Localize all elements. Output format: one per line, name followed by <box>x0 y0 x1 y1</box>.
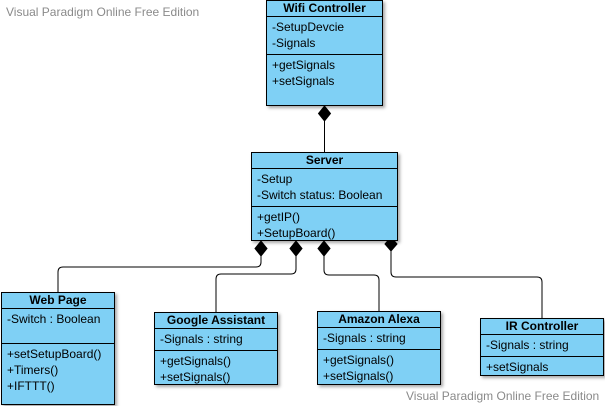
diamond-alexa <box>317 240 331 257</box>
class-name: Server <box>252 153 397 169</box>
operations-section: +getSignals() +setSignals() <box>155 351 277 388</box>
operation: +setSetupBoard() <box>7 347 102 361</box>
class-name: IR Controller <box>481 319 603 335</box>
attribute: -Switch : Boolean <box>7 312 101 326</box>
attribute: -Switch status: Boolean <box>257 188 383 202</box>
diamond-webpage <box>254 240 268 257</box>
attribute: -Signals <box>272 36 316 50</box>
operation: +getSignals() <box>323 353 395 367</box>
operation: +IFTTT() <box>7 379 55 393</box>
class-name: Wifi Controller <box>267 1 382 17</box>
attributes-section: -Signals : string <box>155 329 277 351</box>
class-amazon-alexa[interactable]: Amazon Alexa -Signals : string +getSigna… <box>317 311 441 385</box>
operations-section: +getSignals() +setSignals() <box>318 350 440 387</box>
operations-section: +getIP() +SetupBoard() <box>252 207 397 244</box>
operation: +getIP() <box>257 210 301 224</box>
class-name: Web Page <box>2 293 114 309</box>
operations-section: +setSignals <box>481 357 603 378</box>
class-name: Amazon Alexa <box>318 312 440 328</box>
operation: +getSignals <box>272 58 336 72</box>
class-server[interactable]: Server -Setup -Switch status: Boolean +g… <box>251 152 398 241</box>
operation: +setSignals <box>272 74 335 88</box>
link-server-ir <box>390 250 543 318</box>
operation: +setSignals() <box>323 369 394 383</box>
watermark-top: Visual Paradigm Online Free Edition <box>6 5 200 19</box>
operations-section: +getSignals +setSignals <box>267 55 382 92</box>
class-ir-controller[interactable]: IR Controller -Signals : string +setSign… <box>480 318 604 376</box>
link-server-webpage <box>57 256 262 292</box>
diamond-wifi <box>317 105 332 122</box>
class-web-page[interactable]: Web Page -Switch : Boolean +setSetupBoar… <box>1 292 115 405</box>
attributes-section: -SetupDevcie -Signals <box>267 17 382 55</box>
attribute: -Signals : string <box>160 332 243 346</box>
link-server-google <box>215 256 297 312</box>
class-name: Google Assistant <box>155 313 277 329</box>
operation: +SetupBoard() <box>257 226 336 240</box>
operation: +Timers() <box>7 363 59 377</box>
link-server-alexa <box>323 256 380 311</box>
attribute: -Signals : string <box>486 338 569 352</box>
attributes-section: -Signals : string <box>481 335 603 357</box>
attribute: -SetupDevcie <box>272 20 345 34</box>
operation: +setSignals <box>486 360 549 374</box>
class-google-assistant[interactable]: Google Assistant -Signals : string +getS… <box>154 312 278 385</box>
attribute: -Signals : string <box>323 331 406 345</box>
operation: +getSignals() <box>160 354 232 368</box>
diamond-google <box>289 240 303 257</box>
attributes-section: -Setup -Switch status: Boolean <box>252 169 397 207</box>
attribute: -Setup <box>257 172 293 186</box>
attributes-section: -Signals : string <box>318 328 440 350</box>
operation: +setSignals() <box>160 370 231 384</box>
operations-section: +setSetupBoard() +Timers() +IFTTT() <box>2 344 114 397</box>
class-wifi-controller[interactable]: Wifi Controller -SetupDevcie -Signals +g… <box>266 0 383 106</box>
watermark-bottom: Visual Paradigm Online Free Edition <box>406 389 600 403</box>
attributes-section: -Switch : Boolean <box>2 309 114 344</box>
